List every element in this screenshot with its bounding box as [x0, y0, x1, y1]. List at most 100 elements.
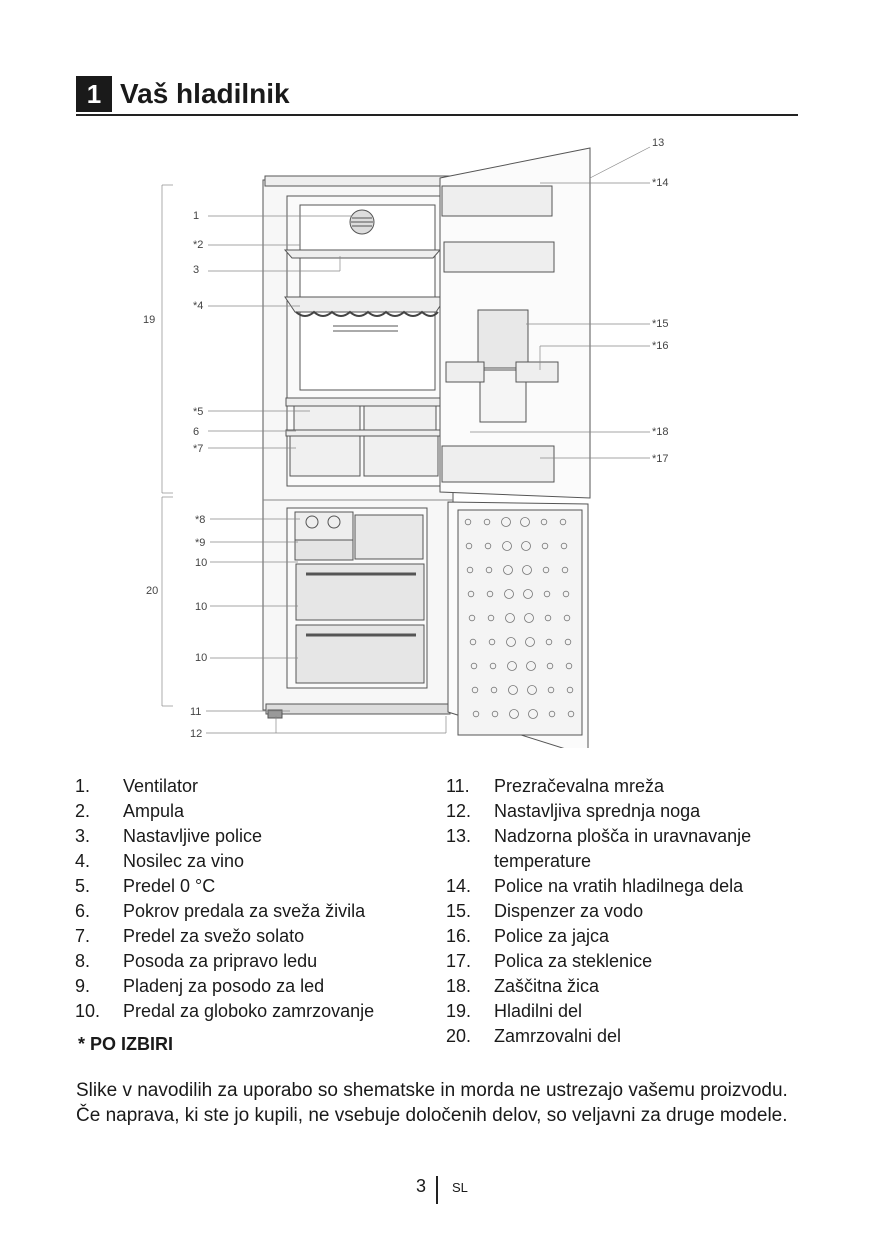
list-item-text: Police na vratih hladilnega dela: [494, 876, 744, 896]
freezer-door-dimple: [541, 542, 549, 550]
freezer-door-dimple: [520, 517, 530, 527]
freezer-door-dimple: [489, 662, 497, 670]
freezer-door-dimple: [526, 661, 536, 671]
optional-note: * PO IZBIRI: [78, 1034, 174, 1054]
list-item-number: 5.: [75, 876, 91, 896]
list-item-number: 19.: [446, 1001, 472, 1021]
list-item: 10. Predal za globoko zamrzovanje: [75, 999, 445, 1024]
list-item-number: 1.: [75, 776, 91, 796]
freezer-door-dimple: [540, 518, 548, 526]
freezer-door-dimple: [559, 518, 567, 526]
list-item-text: Nadzorna plošča in uravnavanje temperatu…: [494, 826, 752, 871]
freezer-door-dimple: [485, 566, 493, 574]
list-item: 1. Ventilator: [75, 774, 445, 799]
list-item: 11.Prezračevalna mreža: [446, 774, 816, 799]
callout-7: *7: [193, 443, 204, 455]
list-item-text: Zamrzovalni del: [494, 1026, 622, 1046]
section-header: 1 Vaš hladilnik: [76, 76, 798, 116]
page-title: Vaš hladilnik: [120, 78, 290, 109]
disclaimer-paragraph: Slike v navodilih za uporabo so shematsk…: [76, 1080, 788, 1126]
freezer-door-dimple: [469, 638, 477, 646]
freezer-door-dimple: [524, 613, 534, 623]
page-number: 3: [416, 1176, 427, 1196]
freezer-door-dimple: [472, 710, 480, 718]
freezer-door-dimple: [490, 686, 498, 694]
freezer-door-dimple: [567, 710, 575, 718]
list-item-number: 16.: [446, 926, 472, 946]
callout-12: 12: [190, 728, 203, 740]
list-item-text: Nosilec za vino: [123, 851, 245, 871]
freezer-door-dimple: [527, 685, 537, 695]
list-item: 16. Police za jajca: [446, 924, 816, 949]
list-item-number: 17.: [446, 951, 472, 971]
list-item-number: 2.: [75, 801, 91, 821]
freezer-door-dimple: [543, 590, 551, 598]
parts-list-left: 1. Ventilator 2. Ampula 3.Nastavljive police…: [75, 774, 445, 1024]
freezer-door-dimple: [465, 542, 473, 550]
callout-3: 3: [193, 264, 200, 276]
freezer-door-dimple: [544, 614, 552, 622]
callout-18: *18: [652, 426, 669, 438]
list-item-text: Ampula: [123, 801, 185, 821]
callout-2: *2: [193, 239, 204, 251]
callout-9: *9: [195, 537, 206, 549]
list-item: 4. Nosilec za vino: [75, 849, 445, 874]
list-item: 17.Polica za steklenice: [446, 949, 816, 974]
list-item-number: 18.: [446, 976, 472, 996]
list-item-text: Posoda za pripravo ledu: [123, 951, 318, 971]
list-item: 14.Police na vratih hladilnega dela: [446, 874, 816, 899]
list-item-number: 7.: [75, 926, 91, 946]
freezer-door-dimple: [464, 518, 472, 526]
callout-1: 1: [193, 210, 200, 222]
list-item-number: 15.: [446, 901, 472, 921]
freezer-door-dimple: [542, 566, 550, 574]
freezer-door-dimple: [565, 662, 573, 670]
freezer-door-dimple: [502, 541, 512, 551]
callout-17: *17: [652, 453, 669, 465]
list-item-text: Police za jajca: [494, 926, 610, 946]
list-item: 18.Zaščitna žica: [446, 974, 816, 999]
freezer-door-dimple: [528, 709, 538, 719]
list-item-number: 13.: [446, 826, 472, 846]
list-item-number: 4.: [75, 851, 91, 871]
list-item-number: 12.: [446, 801, 472, 821]
freezer-door-dimple: [509, 709, 519, 719]
freezer-door-dimple: [488, 638, 496, 646]
freezer-door-dimple: [546, 662, 554, 670]
list-item-number: 6.: [75, 901, 91, 921]
list-item-text: Pladenj za posodo za led: [123, 976, 325, 996]
freezer-door-dimple: [483, 518, 491, 526]
list-item-text: Dispenzer za vodo: [494, 901, 644, 921]
freezer-door-dimple: [560, 542, 568, 550]
callout-13: 13: [652, 137, 665, 149]
list-item: 9. Pladenj za posodo za led: [75, 974, 445, 999]
list-item-text: Ventilator: [123, 776, 199, 796]
callout-19: 19: [143, 314, 156, 326]
list-item-number: 8.: [75, 951, 91, 971]
callout-16: *16: [652, 340, 669, 352]
list-item-number: 20.: [446, 1026, 472, 1046]
footer-divider: [436, 1176, 438, 1204]
list-item-text: Predel za svežo solato: [123, 926, 305, 946]
freezer-door-dimple: [525, 637, 535, 647]
freezer-door-dimple: [486, 590, 494, 598]
freezer-door-dimple: [566, 686, 574, 694]
freezer-door-dimple: [466, 566, 474, 574]
list-item-number: 9.: [75, 976, 91, 996]
list-item: 3.Nastavljive police: [75, 824, 445, 849]
list-item-text: Predal za globoko zamrzovanje: [123, 1001, 375, 1021]
list-item-number: 10.: [75, 1001, 101, 1021]
list-item-number: 3.: [75, 826, 91, 846]
freezer-door-dimple: [547, 686, 555, 694]
list-item-text: Prezračevalna mreža: [494, 776, 665, 796]
freezer-door-dimple: [501, 517, 511, 527]
freezer-door-dimple: [504, 589, 514, 599]
list-item: 2. Ampula: [75, 799, 445, 824]
callout-5: *5: [193, 406, 204, 418]
callout-14: *14: [652, 177, 669, 189]
freezer-door-dimple: [467, 590, 475, 598]
freezer-door-dimple: [487, 614, 495, 622]
list-item-text: Nastavljiva sprednja noga: [494, 801, 701, 821]
callout-15: *15: [652, 318, 669, 330]
freezer-door-dimple: [508, 685, 518, 695]
